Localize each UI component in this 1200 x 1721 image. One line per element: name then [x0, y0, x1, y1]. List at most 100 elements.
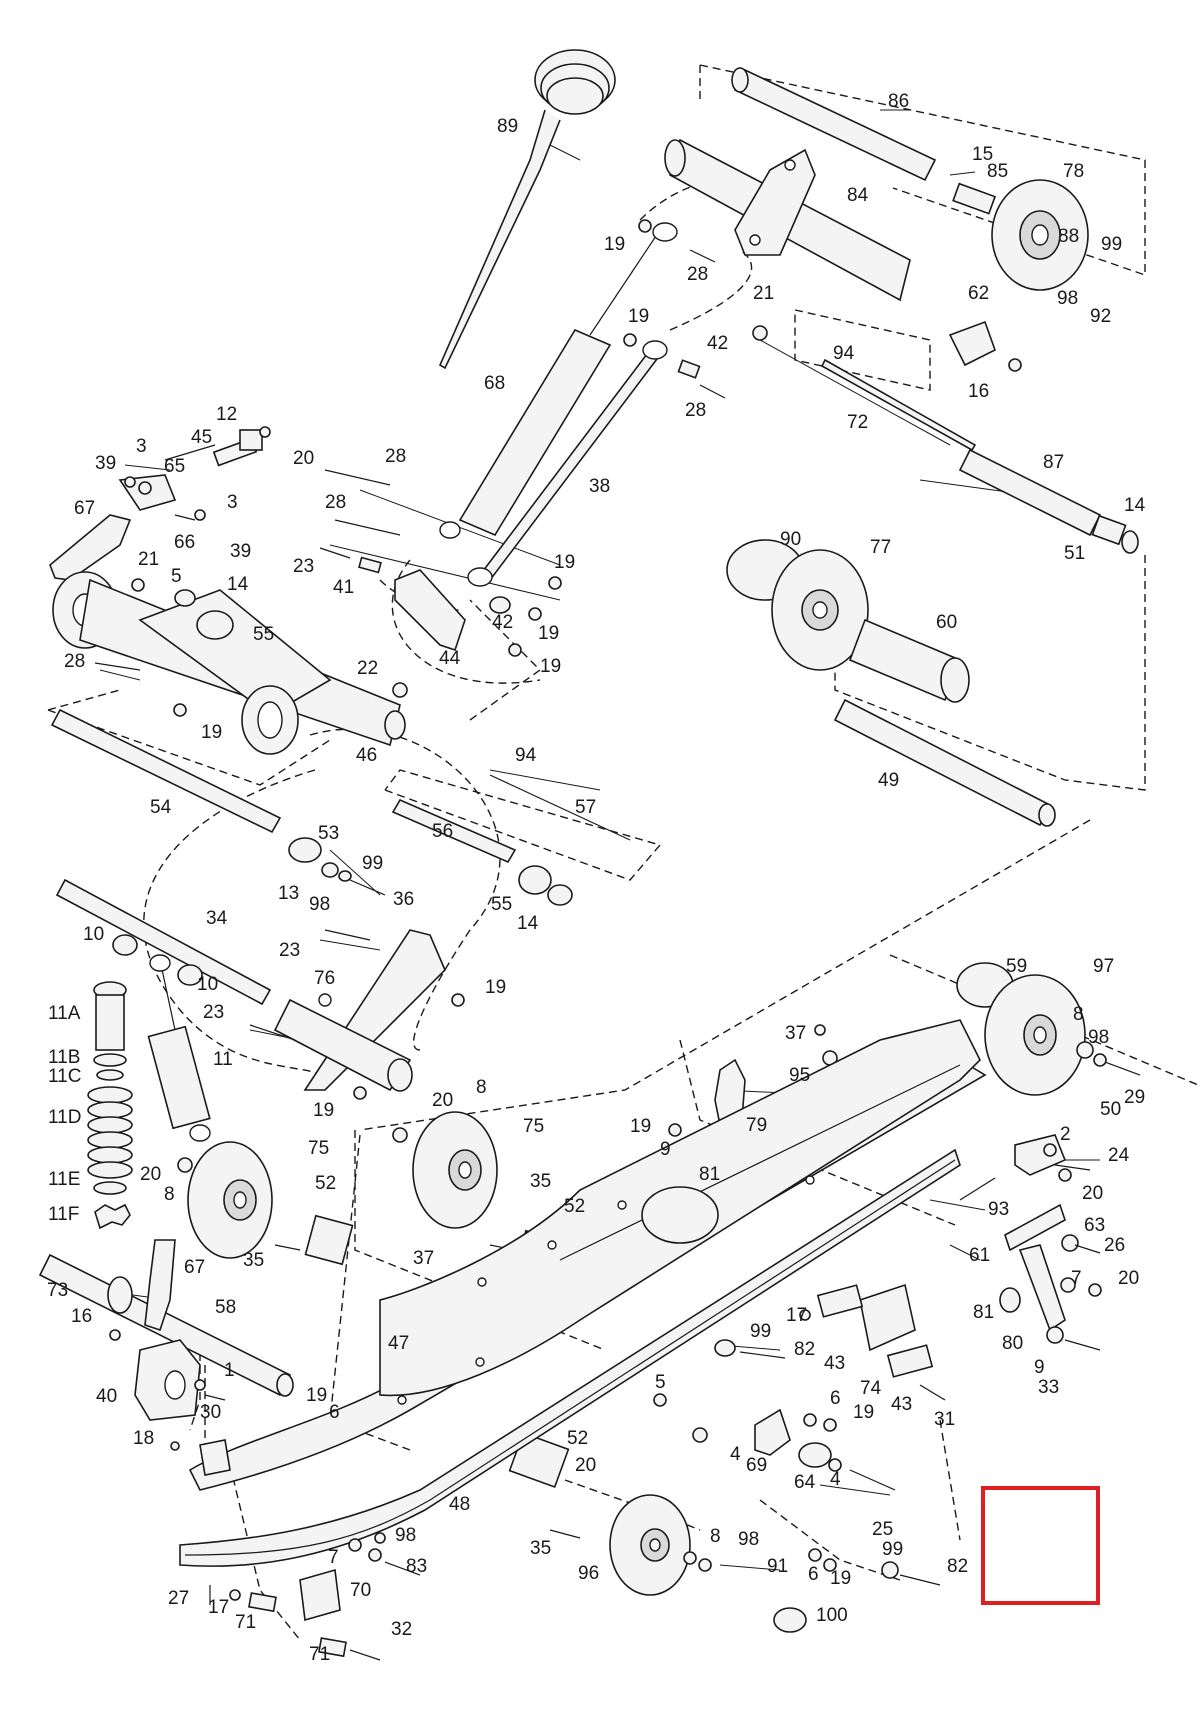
nut-19	[638, 219, 652, 233]
shaft-86	[731, 67, 937, 182]
callout-label: 82	[947, 1556, 968, 1577]
callout-label: 55	[253, 624, 274, 645]
callout-label: 8	[1073, 1004, 1084, 1025]
callout-label: 20	[140, 1164, 161, 1185]
callout-label: 23	[279, 940, 300, 961]
bracket-12	[239, 429, 263, 451]
callout-label: 35	[530, 1538, 551, 1559]
callout-label: 98	[1057, 288, 1078, 309]
callout-label: 19	[485, 977, 506, 998]
callout-label: 39	[230, 541, 251, 562]
highlight-box	[981, 1486, 1100, 1605]
callout-label: 43	[891, 1394, 912, 1415]
callout-label: 37	[785, 1023, 806, 1044]
bracket-62	[948, 320, 996, 367]
callout-label: 3	[227, 492, 238, 513]
callout-label: 98	[395, 1525, 416, 1546]
callout-label: 50	[1100, 1099, 1121, 1120]
idler-wheel-78	[952, 179, 1089, 291]
callout-label: 70	[350, 1580, 371, 1601]
callout-label: 19	[540, 656, 561, 677]
block-40	[134, 1339, 201, 1421]
callout-label: 84	[847, 185, 869, 206]
callout-label: 59	[1006, 956, 1027, 977]
bracket-18	[199, 1439, 231, 1476]
callout-label: 86	[888, 91, 909, 112]
callout-label: 9	[1034, 1357, 1045, 1378]
callout-label: 20	[1118, 1268, 1139, 1289]
nut-21	[752, 325, 768, 341]
callout-label: 71	[309, 1644, 330, 1665]
callout-label: 2	[1060, 1124, 1071, 1145]
callout-label: 19	[830, 1568, 851, 1589]
callout-label: 20	[575, 1455, 596, 1476]
callout-label: 28	[687, 264, 708, 285]
bushing-42	[677, 359, 701, 379]
callout-label: 3	[136, 436, 147, 457]
shaft-56	[391, 798, 517, 864]
callout-label: 76	[314, 968, 335, 989]
callout-label: 42	[492, 612, 513, 633]
callout-label: 11A	[48, 1003, 81, 1024]
callout-label: 55	[491, 894, 512, 915]
leader-lines	[99, 109, 1100, 1571]
callout-label: 44	[439, 648, 461, 669]
callout-label: 19	[604, 234, 625, 255]
callout-label: 87	[1043, 452, 1064, 473]
callout-label: 89	[497, 116, 518, 137]
callout-label: 19	[630, 1116, 651, 1137]
rail-47	[188, 1019, 987, 1491]
idler-wheel-75	[177, 1141, 273, 1259]
callout-label: 14	[517, 913, 539, 934]
callout-label: 19	[628, 306, 649, 327]
callout-label: 29	[1124, 1087, 1145, 1108]
callout-label: 25	[872, 1519, 893, 1540]
shock-11	[147, 954, 211, 1142]
callout-label: 5	[171, 566, 182, 587]
callout-label: 69	[746, 1455, 767, 1476]
callout-label: 82	[794, 1339, 815, 1360]
bushing-55	[196, 610, 234, 640]
callout-label: 90	[780, 529, 801, 550]
callout-label: 99	[882, 1539, 903, 1560]
callout-label: 78	[1063, 161, 1084, 182]
link-rod-38	[467, 340, 668, 587]
callout-label: 20	[293, 448, 314, 469]
plate-71a	[248, 1592, 277, 1613]
callout-label: 95	[789, 1065, 810, 1086]
callout-label: 61	[969, 1245, 990, 1266]
callout-label: 64	[794, 1472, 816, 1493]
threaded-rod-72	[820, 358, 977, 452]
idler-wheel-75b	[392, 1111, 498, 1229]
callout-label: 38	[589, 476, 610, 497]
lever-67b	[144, 1239, 176, 1332]
callout-label: 30	[200, 1402, 221, 1423]
callout-label: 85	[987, 161, 1008, 182]
plate-71b	[318, 1637, 347, 1658]
link-61	[1004, 1203, 1066, 1252]
callout-label: 97	[1093, 956, 1114, 977]
callout-label: 7	[328, 1547, 339, 1568]
link-80	[1018, 1244, 1066, 1332]
callout-label: 36	[393, 889, 414, 910]
callout-label: 92	[1090, 306, 1111, 327]
callout-label: 98	[1088, 1027, 1109, 1048]
callout-label: 16	[71, 1306, 92, 1327]
callout-label: 43	[824, 1353, 845, 1374]
callout-label: 93	[988, 1199, 1009, 1220]
callout-label: 6	[830, 1388, 841, 1409]
callout-label: 53	[318, 823, 339, 844]
callout-label: 27	[168, 1588, 189, 1609]
spring-stack-11	[87, 981, 133, 1230]
bushing-64	[798, 1442, 832, 1468]
callout-label: 52	[567, 1428, 588, 1449]
callout-label: 6	[329, 1402, 340, 1423]
callout-label: 17	[208, 1597, 229, 1618]
callout-label: 75	[523, 1116, 544, 1137]
parts	[38, 49, 1141, 1661]
callout-label: 12	[216, 404, 237, 425]
callout-label: 19	[313, 1100, 334, 1121]
callout-label: 73	[47, 1280, 68, 1301]
callout-label: 75	[308, 1138, 329, 1159]
